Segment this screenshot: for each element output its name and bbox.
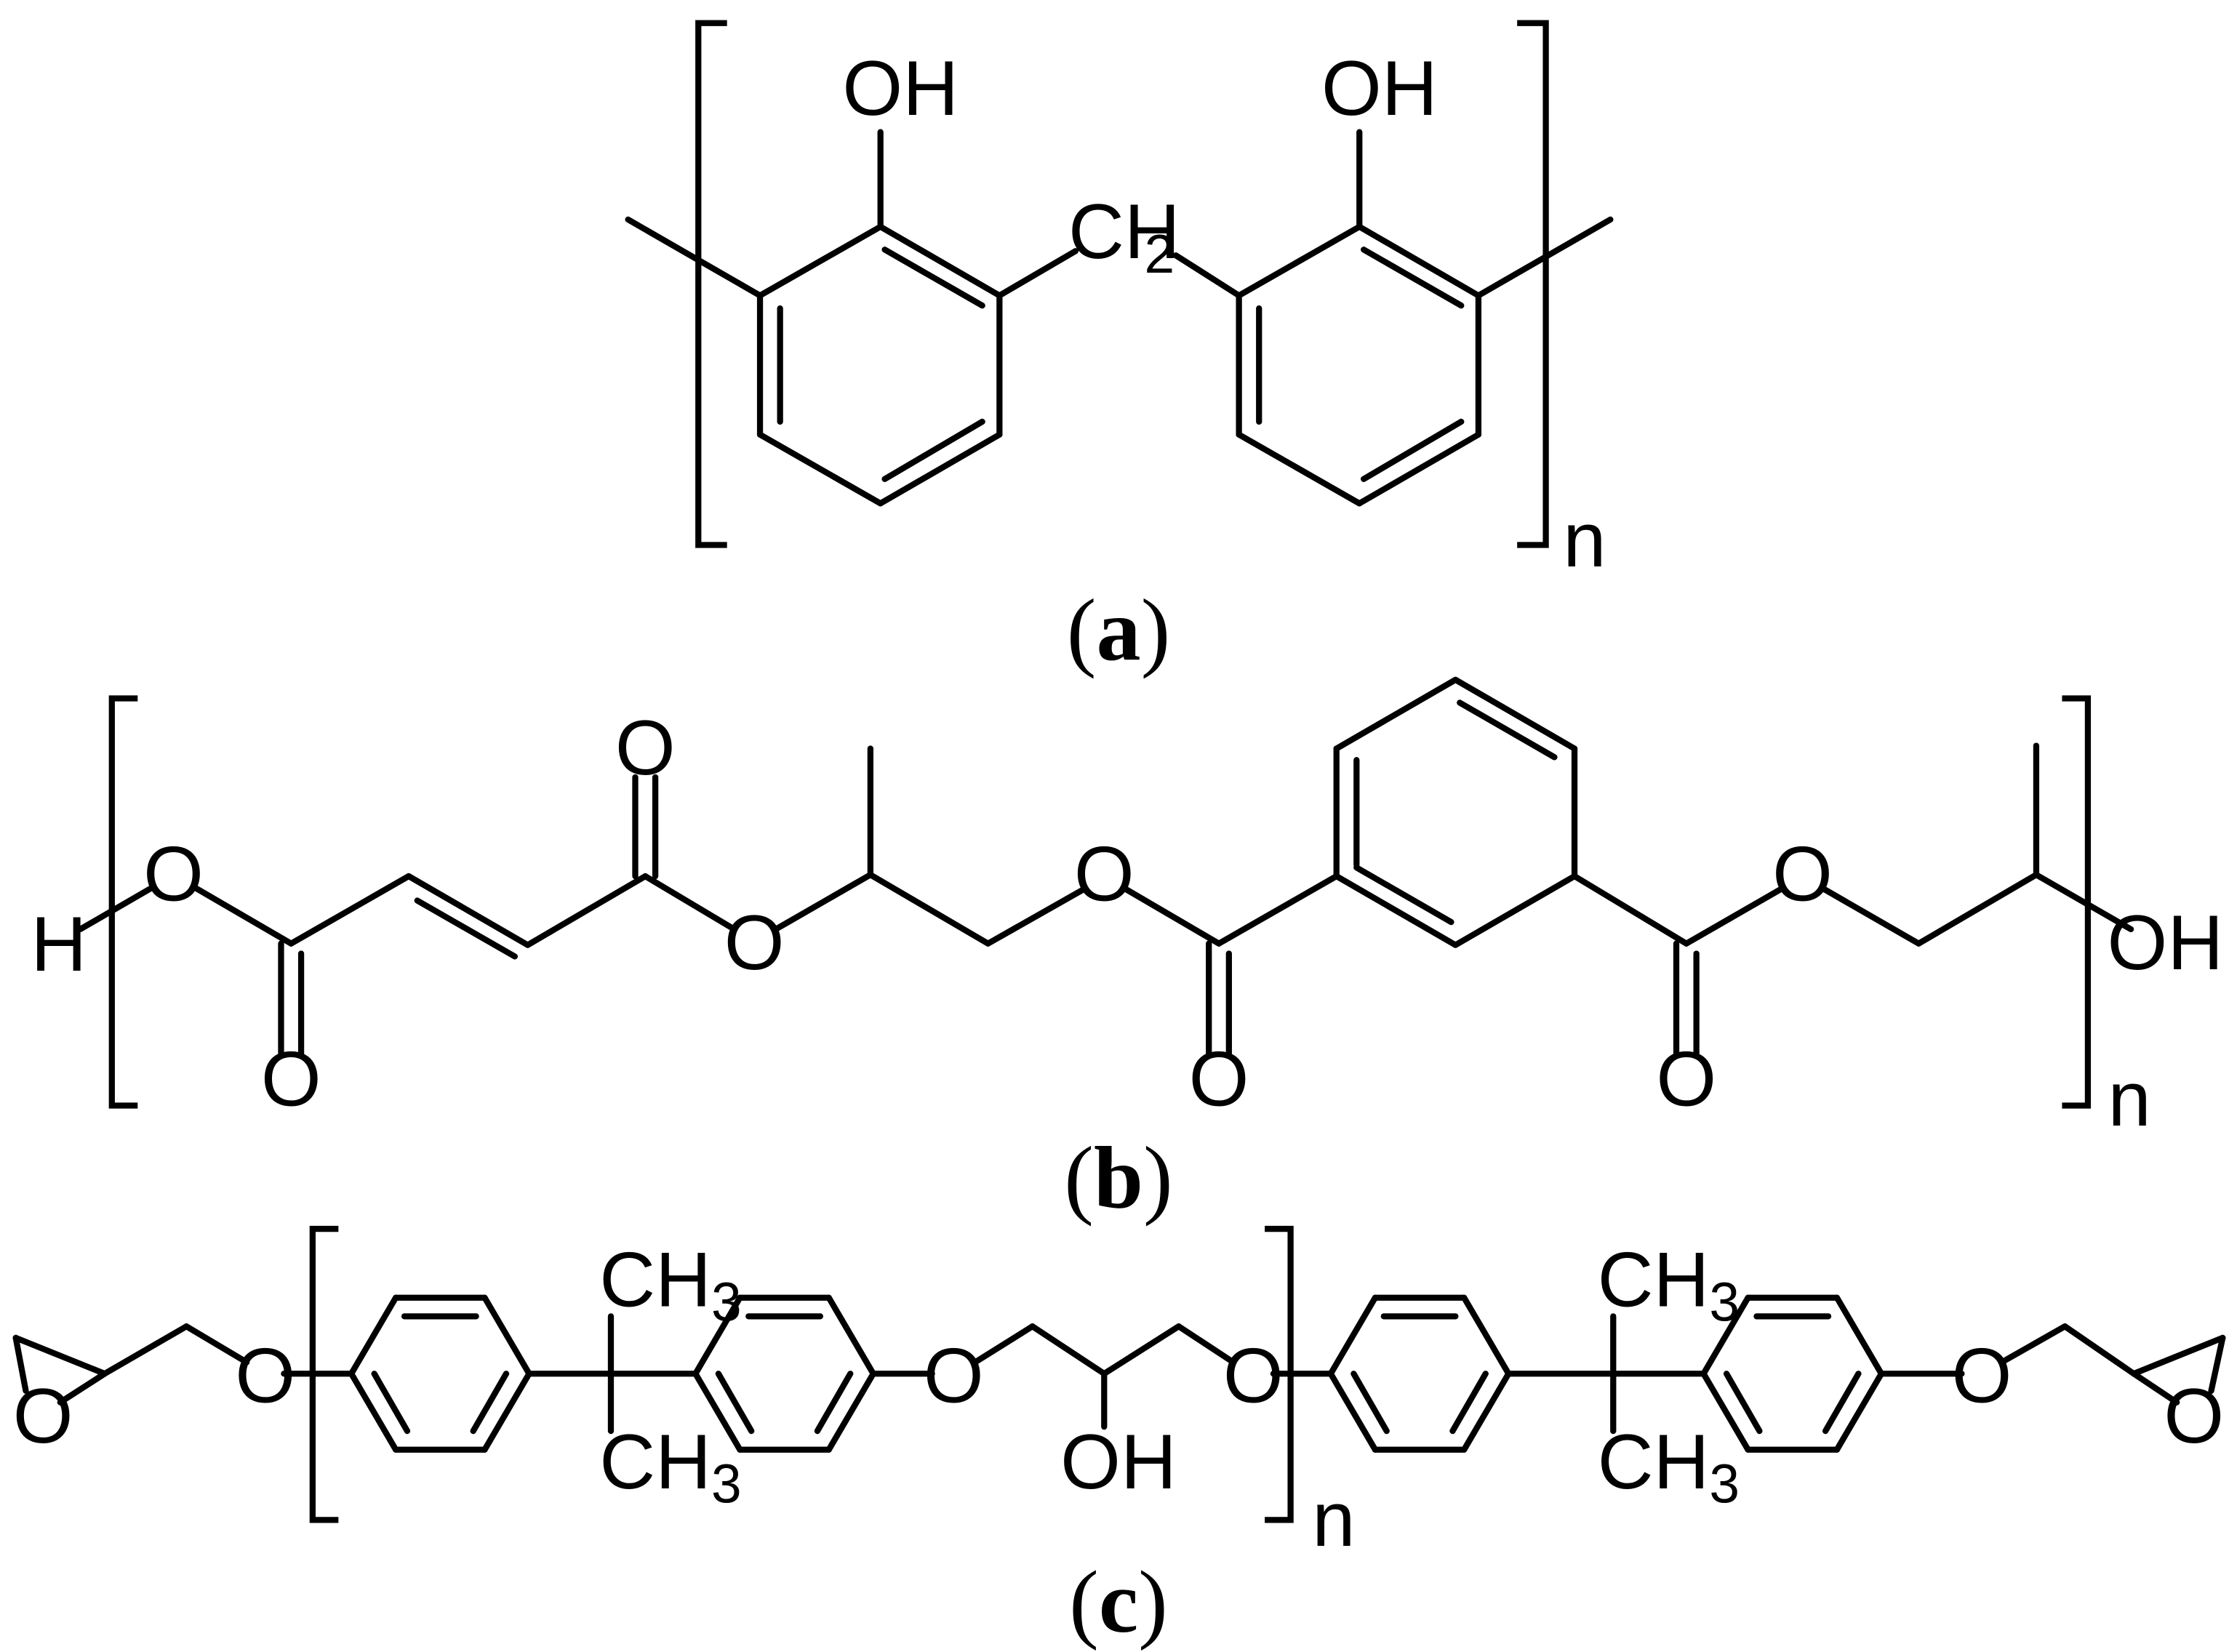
benzene-ring-left-a: [756, 223, 1003, 507]
ether-oxygen-label: O: [1952, 1333, 2012, 1419]
ester-oxygen-label: O: [143, 831, 204, 918]
benzene-ring-right-a: [1236, 223, 1482, 507]
benzene-ring-b: [1333, 676, 1578, 948]
carbonyl-oxygen-label: O: [1656, 1035, 1716, 1122]
ether-oxygen-label: O: [235, 1333, 295, 1419]
caption-b: (b): [1064, 1128, 1172, 1227]
hydroxyl-label: OH: [1060, 1419, 1177, 1505]
methyl-group-label: CH3: [1598, 1237, 1740, 1333]
carbonyl-oxygen-label: O: [1189, 1035, 1249, 1122]
caption-a: (a): [1067, 581, 1171, 679]
hydroxyl-end-label: OH: [2108, 899, 2224, 986]
benzene-ring-c3: [1327, 1294, 1512, 1453]
ester-oxygen-label: O: [724, 899, 785, 986]
repeat-bracket-left-b: [108, 695, 138, 1109]
hydrogen-end-label: H: [31, 901, 87, 987]
carbonyl-oxygen-label: O: [261, 1035, 321, 1122]
repeat-bracket-left-a: [695, 20, 727, 548]
methyl-group-label: CH3: [1598, 1419, 1740, 1515]
carbonyl-oxygen-label: O: [615, 705, 676, 791]
ester-oxygen-label: O: [1074, 831, 1134, 918]
ester-oxygen-label: O: [1772, 831, 1833, 918]
benzene-ring-c4: [1700, 1294, 1885, 1453]
ether-oxygen-label: O: [924, 1333, 984, 1419]
epoxide-oxygen-label: O: [2164, 1373, 2224, 1459]
repeat-bracket-right-a: [1517, 20, 1549, 548]
methylene-label: CH: [1068, 188, 1180, 275]
structure-a-phenolic-resin: OH OH CH 2 n: [625, 20, 1614, 583]
methylene-subscript: 2: [1144, 223, 1174, 284]
epoxide-ring-right: [1998, 1323, 2226, 1406]
repeat-unit-n-c: n: [1312, 1476, 1355, 1563]
benzene-ring-c2: [692, 1294, 876, 1453]
benzene-ring-c1: [348, 1294, 532, 1453]
epoxide-oxygen-label: O: [13, 1373, 73, 1459]
repeat-unit-n-b: n: [2108, 1056, 2151, 1142]
structure-c-epoxy-resin: O O CH3 CH3 O OH O CH3 CH3 O O n: [12, 1225, 2226, 1563]
methyl-group-label: CH3: [599, 1419, 741, 1515]
caption-c: (c): [1069, 1553, 1168, 1651]
methyl-group-label: CH3: [599, 1237, 741, 1333]
ether-oxygen-label: O: [1223, 1333, 1284, 1419]
repeat-unit-n-a: n: [1563, 497, 1606, 583]
hydroxyl-label: OH: [842, 45, 959, 132]
structure-b-unsaturated-polyester: H O O O O O O O O OH n: [31, 676, 2224, 1142]
epoxide-ring-left: [12, 1323, 250, 1406]
hydroxyl-label: OH: [1321, 45, 1438, 132]
